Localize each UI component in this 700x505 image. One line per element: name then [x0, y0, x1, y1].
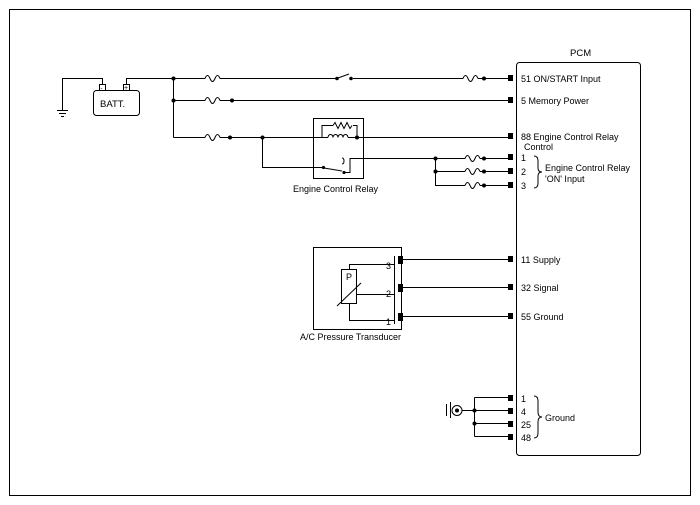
battery: BATT. - +: [93, 84, 140, 116]
battery-box: [93, 90, 140, 116]
body-ground-icon: [446, 402, 463, 418]
pcm-pin-gnd-25: 25: [521, 420, 531, 430]
fuse-icon: [204, 97, 221, 104]
sensor-variable-arrow: [336, 282, 362, 307]
battery-label: BATT.: [100, 99, 125, 110]
splice-dot: [482, 183, 486, 188]
pcm-pin-gnd-1: 1: [521, 394, 526, 404]
fuse-icon: [204, 75, 221, 82]
pcm-pin-signal: 32 Signal: [521, 283, 559, 293]
junction: [433, 169, 438, 174]
fuse-icon: [464, 182, 481, 189]
battery-positive-wire: [126, 78, 205, 85]
sensor-leads: [349, 264, 394, 321]
fuse-icon: [462, 75, 479, 82]
ground-icon: [57, 110, 68, 117]
relay-switch-arm: [323, 157, 345, 172]
pcm-pin-relay-control: 88 Engine Control Relay: [521, 132, 619, 142]
relay-on-input-label-2: 'ON' Input: [545, 174, 585, 184]
pcm-pin-memory-power: 5 Memory Power: [521, 96, 589, 106]
pcm-pin-on-start: 51 ON/START Input: [521, 74, 601, 84]
engine-control-relay: Engine Control Relay: [293, 118, 510, 194]
wire-on-input-branch: [435, 158, 465, 186]
splice-dot: [482, 169, 486, 174]
transducer-label: A/C Pressure Transducer: [300, 332, 401, 342]
relay-contact: [321, 165, 326, 170]
transducer-pin-2: 2: [386, 289, 391, 299]
relay-box: [313, 118, 364, 179]
battery-pos-sign: +: [124, 85, 128, 92]
diagram-frame: [9, 9, 691, 496]
pcm-pin-gnd-4: 4: [521, 407, 526, 417]
fuse-icon: [204, 134, 221, 141]
splice-dot: [230, 98, 234, 103]
ground-group-label: Ground: [545, 413, 575, 423]
pcm-pin-on-input-1: 1: [521, 153, 526, 163]
junction: [171, 76, 176, 81]
ac-pressure-transducer: A/C Pressure Transducer P 3 2 1: [300, 247, 403, 342]
transducer-pin-3: 3: [386, 261, 391, 271]
pcm-box: [516, 62, 641, 456]
splice-dot: [482, 76, 486, 81]
relay-output-wire: [344, 158, 364, 173]
pcm-pin-on-input-2: 2: [521, 167, 526, 177]
pcm-pin-ground: 55 Ground: [521, 312, 564, 322]
pcm-connector-pins: [508, 75, 513, 440]
relay-on-input-label: Engine Control Relay: [545, 163, 631, 173]
resistor-icon: [332, 121, 353, 130]
relay-coil-icon: [327, 134, 349, 138]
sensor-letter: P: [346, 272, 352, 282]
pcm-pin-gnd-48: 48: [521, 433, 531, 443]
relay-resistor-leads: [321, 125, 358, 138]
switch-icon: [335, 73, 353, 81]
fuse-icon: [464, 168, 481, 175]
pcm-pin-relay-control-cont: Control: [524, 142, 553, 152]
splice-dot: [228, 135, 232, 140]
junction: [472, 421, 477, 426]
ground-bus: [462, 397, 475, 437]
pcm-pin-supply: 11 Supply: [521, 255, 561, 265]
ground-brace: [533, 395, 543, 439]
wire-relay-switch-feed: [262, 137, 322, 168]
battery-ground-wire: [62, 78, 103, 110]
pcm-pin-on-input-3: 3: [521, 181, 526, 191]
on-input-brace: [533, 155, 543, 189]
fuse-icon: [464, 155, 481, 162]
pcm-title: PCM: [570, 48, 591, 59]
splice-dot: [482, 156, 486, 161]
splice-dot: [355, 135, 359, 140]
transducer-connector-pins: [398, 256, 403, 321]
pcm-module: PCM 51 ON/START Input 5 Memory Power 88 …: [508, 48, 641, 456]
battery-neg-sign: -: [101, 86, 103, 92]
junction: [472, 408, 477, 413]
relay-label: Engine Control Relay: [293, 184, 379, 194]
transducer-pin-1: 1: [386, 317, 391, 327]
